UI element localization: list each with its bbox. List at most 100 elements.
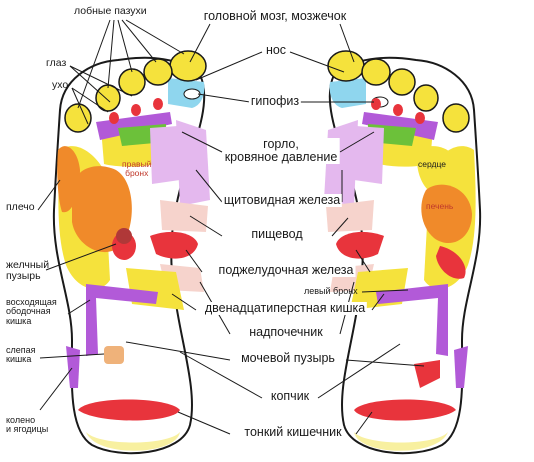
label-thyroid: щитовидная железа	[221, 193, 343, 208]
leader-shoulder	[37, 179, 61, 211]
left-toe-3	[118, 68, 146, 96]
label-left-bronchus: левый бронх	[304, 286, 358, 296]
right-toe-big	[327, 50, 365, 82]
label-ear: ухо	[52, 79, 69, 91]
right-small-intestine-yellow	[354, 432, 448, 451]
right-toe-base-dots	[371, 98, 425, 124]
label-shoulder: плечо	[6, 201, 35, 213]
right-toe-2	[361, 58, 391, 86]
leader-sinus-2	[107, 19, 115, 89]
left-thyroid-lilac	[176, 120, 210, 206]
leader-sinus-3	[117, 19, 133, 73]
label-duodenum: двенадцатиперстная кишка	[202, 301, 368, 316]
right-liver-zone	[421, 184, 472, 244]
right-colon-red-lower	[414, 360, 440, 388]
left-pancreas-zone	[150, 231, 198, 259]
leader-esophagus-left	[189, 215, 223, 237]
right-colon-violet	[376, 284, 448, 356]
leader-pituitary-left	[197, 93, 251, 103]
label-knee-buttocks: колено и ягодицы	[6, 415, 49, 435]
leader-throat-right	[339, 131, 375, 153]
right-toe-4	[413, 84, 439, 112]
label-esophagus: пищевод	[249, 227, 305, 242]
leader-nose-right	[289, 51, 345, 73]
leader-brain-left	[189, 23, 211, 63]
label-heart: сердце	[418, 159, 446, 169]
label-pancreas: поджелудочная железа	[216, 263, 356, 278]
label-frontal-sinuses: лобные пазухи	[74, 5, 147, 17]
leader-sinus-1	[77, 19, 111, 109]
right-toe-dot-3	[393, 104, 403, 116]
label-cecum: слепая кишка	[6, 345, 36, 365]
left-esophagus-zone	[160, 200, 208, 232]
label-pituitary: гипофиз	[248, 94, 302, 109]
left-violet-stripe	[96, 112, 172, 140]
leader-duodenum-left	[171, 293, 197, 311]
left-foot	[52, 50, 210, 455]
leader-pancreas-left	[185, 249, 203, 273]
right-pituitary-zone	[329, 78, 366, 108]
leader-sinus-4	[121, 19, 157, 63]
left-gallbladder-top	[116, 228, 132, 244]
right-toe-dot-2	[371, 98, 381, 110]
label-brain-cerebellum: головной мозг, мозжечок	[201, 9, 349, 24]
leader-bladder-right	[345, 359, 425, 367]
label-adrenal: надпочечник	[247, 325, 325, 340]
label-liver: печень	[426, 201, 454, 211]
leader-ear-1	[71, 87, 109, 113]
label-nose: нос	[263, 43, 289, 58]
leader-pancreas-right	[355, 249, 371, 273]
left-colon-violet	[86, 284, 158, 356]
label-ascending-colon: восходящая ободочная кишка	[6, 297, 57, 326]
leader-sinus-5	[125, 19, 185, 55]
leader-brain-right	[339, 23, 355, 63]
leader-duodenum-right	[371, 293, 385, 311]
left-small-intestine-yellow	[86, 432, 180, 451]
leader-knee	[39, 367, 73, 411]
leader-esophagus-right	[331, 217, 349, 237]
label-bladder: мочевой пузырь	[239, 351, 337, 366]
leader-eye-1	[69, 65, 111, 103]
leader-throat-left	[181, 131, 223, 153]
leader-gallbladder	[45, 243, 117, 271]
leader-coccyx-left	[179, 351, 263, 399]
right-toe-5	[442, 103, 470, 133]
right-toe-3	[388, 68, 416, 96]
label-gallbladder: желчный пузырь	[6, 259, 50, 283]
leader-coccyx-right	[317, 343, 401, 399]
left-toes	[64, 50, 207, 133]
label-eye: глаз	[46, 57, 67, 69]
left-knee-stripe	[66, 346, 80, 388]
label-right-bronchus: правый бронх	[122, 159, 152, 178]
right-toes	[327, 50, 470, 133]
right-violet-stripe	[362, 112, 438, 140]
leader-thyroid-left	[195, 169, 223, 203]
left-heel-red	[78, 399, 180, 421]
left-toe-5	[64, 103, 92, 133]
left-toe-dot-3	[131, 104, 141, 116]
left-toe-dot-4	[109, 112, 119, 124]
label-throat-blood-pressure: горло, кровяное давление	[222, 137, 340, 165]
leader-cecum	[39, 353, 105, 359]
right-foot	[324, 50, 482, 455]
label-coccyx: копчик	[268, 389, 312, 404]
right-pancreas-zone	[336, 231, 384, 259]
leader-small-int-right	[355, 411, 373, 435]
right-red-zone	[436, 246, 466, 279]
leader-eye-2	[69, 65, 133, 97]
left-toe-2	[143, 58, 173, 86]
left-liver-zone	[71, 166, 132, 253]
left-cecum	[104, 346, 124, 364]
leader-left-bronchus	[361, 289, 409, 293]
left-toe-base-dots	[109, 98, 163, 124]
leader-bladder-left	[125, 341, 231, 361]
left-pituitary-dot	[183, 88, 201, 100]
right-esophagus-zone	[326, 200, 374, 232]
leader-ear-2	[71, 87, 89, 125]
leader-lines	[37, 19, 425, 435]
right-throat-lilac	[354, 126, 384, 184]
right-toe-dot-4	[415, 112, 425, 124]
left-toe-big	[169, 50, 207, 82]
label-small-intestine: тонкий кишечник	[242, 425, 344, 440]
